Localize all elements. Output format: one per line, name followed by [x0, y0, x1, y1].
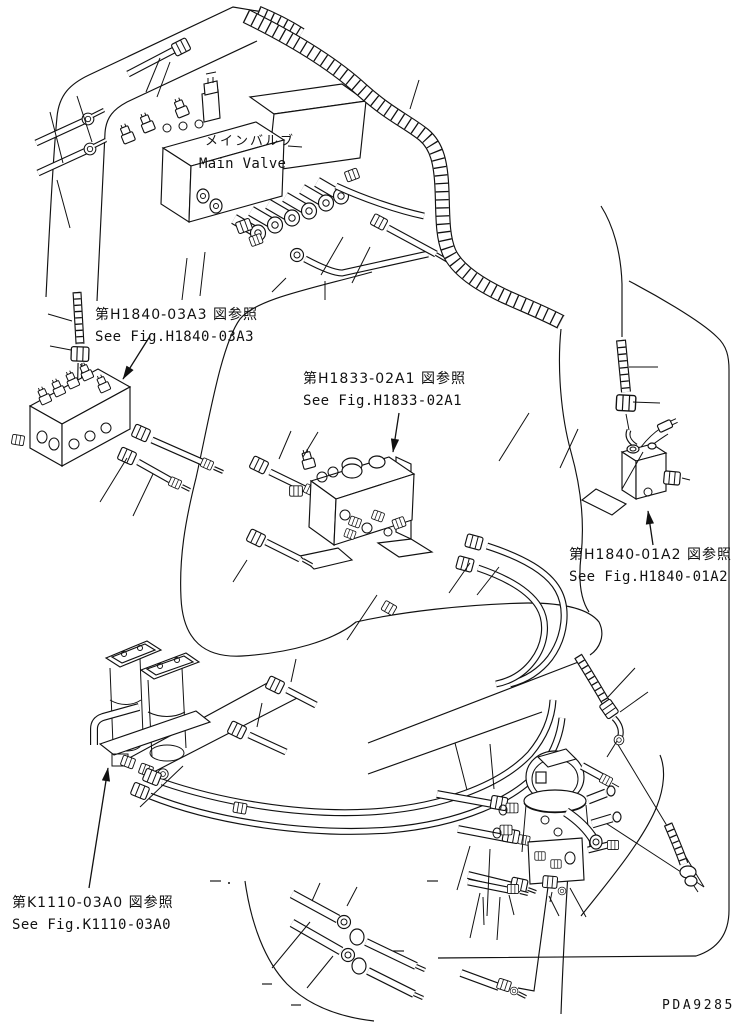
ref-h1840-03a3-jp: 第H1840-03A3 図参照 [95, 307, 258, 323]
solenoid-valve-h1840-01a2 [580, 339, 691, 516]
accumulator-lid [139, 652, 201, 680]
ref-h1840-03a3-en: See Fig.H1840-03A3 [95, 329, 254, 345]
ref-h1833-02a1-jp: 第H1833-02A1 図参照 [303, 371, 466, 387]
ref-h1840-01a2-en: See Fig.H1840-01A2 [569, 569, 728, 585]
break-marks [210, 880, 438, 1006]
ref-label-h1840-03a3: 第H1840-03A3 図参照 See Fig.H1840-03A3 [95, 304, 258, 348]
leader-lines [47, 57, 661, 989]
ref-label-h1840-01a2: 第H1840-01A2 図参照 See Fig.H1840-01A2 [569, 544, 732, 588]
arrow-to-h1840-03a3 [122, 335, 151, 380]
main-valve-assembly [34, 37, 450, 277]
drawing-number: PDA9285 [662, 998, 734, 1013]
main-valve-label-jp: メインバルブ [205, 134, 296, 149]
spiral-hose [242, 5, 565, 329]
arrow-to-k1110-03a0 [88, 767, 111, 889]
wire-connector-icon [656, 418, 678, 433]
reference-arrows [88, 335, 655, 889]
ref-h1833-02a1-en: See Fig.H1833-02A1 [303, 393, 462, 409]
bottom-hose-group [289, 878, 529, 1001]
solenoid-connector-icon [116, 121, 137, 145]
ppc-valve-assembly [436, 653, 699, 903]
ref-h1840-01a2-jp: 第H1840-01A2 図参照 [569, 547, 732, 563]
solenoid-connector-icon [136, 110, 157, 134]
arrow-to-h1840-01a2 [645, 510, 655, 546]
ref-label-h1833-02a1: 第H1833-02A1 図参照 See Fig.H1833-02A1 [303, 368, 466, 412]
ref-k1110-03a0-jp: 第K1110-03A0 図参照 [12, 895, 174, 911]
main-valve-label-en: Main Valve [199, 156, 287, 172]
ref-label-k1110-03a0: 第K1110-03A0 図参照 See Fig.K1110-03A0 [12, 892, 174, 936]
accumulator-k1110-03a0 [90, 640, 318, 815]
valve-block-h1833-02a1 [245, 447, 484, 617]
arrow-to-h1833-02a1 [390, 412, 400, 453]
main-valve-label: メインバルブ Main Valve [199, 131, 295, 175]
hose-bundles [148, 542, 568, 835]
accumulator-lid [104, 640, 163, 668]
solenoid-connector-icon [170, 95, 191, 119]
ref-k1110-03a0-en: See Fig.K1110-03A0 [12, 917, 171, 933]
